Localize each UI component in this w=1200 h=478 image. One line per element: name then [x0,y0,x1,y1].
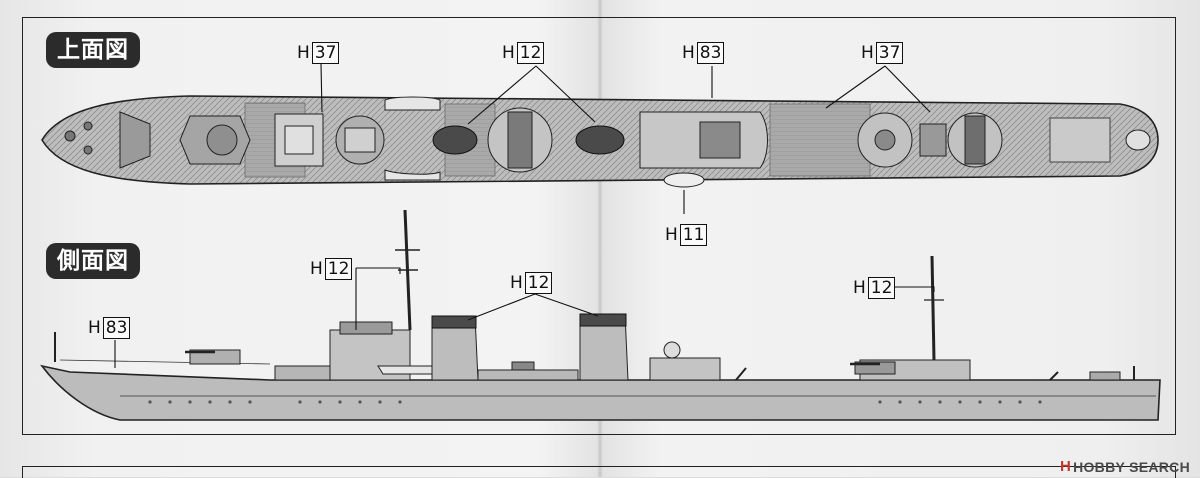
part-number: 12 [867,277,896,299]
callout-prefix: H [310,259,323,279]
watermark-logo-icon: H [1059,458,1072,475]
callout-h83-top: H 83 [682,42,725,64]
side-view-hull [40,209,1161,421]
callout-h37-top-right: H 37 [861,42,904,64]
callout-h11-top: H 11 [665,224,708,246]
top-view-title: 上面図 [46,32,140,68]
watermark-text: HOBBY SEARCH [1073,458,1190,475]
part-number: 11 [679,224,708,246]
page-fold [597,0,603,477]
part-number: 37 [311,42,340,64]
callout-h37-top-left: H 37 [297,42,340,64]
diagram-frame [22,17,1176,435]
callout-prefix: H [682,43,695,63]
callout-prefix: H [88,318,101,338]
watermark: H HOBBY SEARCH [1060,458,1190,475]
callout-prefix: H [861,43,874,63]
callout-h12-bridge: H 12 [310,258,353,280]
callout-prefix: H [665,225,678,245]
top-view-hull [41,95,1159,188]
part-number: 12 [516,42,545,64]
part-number: 83 [102,317,131,339]
part-number: 12 [324,258,353,280]
part-number: 83 [696,42,725,64]
part-number: 12 [524,272,553,294]
callout-prefix: H [853,278,866,298]
callout-h12-funnels: H 12 [510,272,553,294]
callout-prefix: H [297,43,310,63]
part-number: 37 [875,42,904,64]
callout-prefix: H [502,43,515,63]
side-view-leaders [114,267,935,368]
callout-h12-top: H 12 [502,42,545,64]
callout-h12-mast: H 12 [853,277,896,299]
lower-frame [22,466,1176,478]
side-view-title: 側面図 [46,243,140,279]
callout-h83-side: H 83 [88,317,131,339]
top-view-leaders [320,63,931,214]
callout-prefix: H [510,273,523,293]
